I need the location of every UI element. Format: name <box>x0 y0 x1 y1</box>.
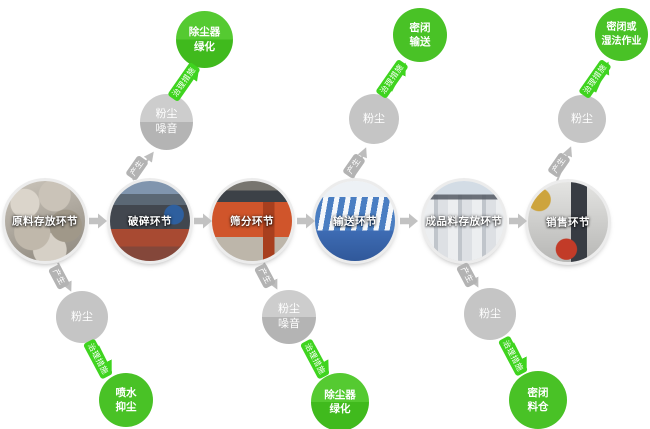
solution-line: 喷水 <box>115 386 137 399</box>
stage-label: 破碎环节 <box>128 215 172 228</box>
stage-finished-product-storage: 成品料存放环节 <box>424 181 504 261</box>
stage-label: 输送环节 <box>333 215 377 228</box>
solution-line: 抑尘 <box>115 401 137 413</box>
produce-label-pill: 产生 <box>342 152 366 180</box>
produce-label-pill: 产生 <box>455 261 479 289</box>
hazard-line: 粉尘 <box>71 310 93 323</box>
stage-label: 销售环节 <box>546 216 590 229</box>
treat-label-pill: 治理措施 <box>167 61 201 103</box>
hazard-bubble-screening: 粉尘 噪音 <box>262 290 316 344</box>
solution-bubble-crushing: 除尘器 绿化 <box>176 11 233 68</box>
hazard-bubble-raw-material: 粉尘 <box>56 291 108 343</box>
stage-label: 筛分环节 <box>230 215 274 228</box>
treat-label-pill: 治理措施 <box>497 335 529 377</box>
solution-line: 密闭 <box>527 386 549 399</box>
right-arrow-icon <box>297 213 315 229</box>
stage-conveying: 输送环节 <box>315 181 395 261</box>
solution-line: 密闭或 <box>606 22 637 33</box>
hazard-line: 噪音 <box>278 318 300 330</box>
solution-line: 料仓 <box>527 401 549 413</box>
produce-label-pill: 产生 <box>547 151 571 179</box>
treat-label-pill: 治理措施 <box>375 58 409 100</box>
hazard-bubble-product-storage: 粉尘 <box>464 288 516 340</box>
solution-line: 湿法作业 <box>601 35 642 47</box>
right-arrow-icon <box>89 213 107 229</box>
stage-label: 原料存放环节 <box>12 215 78 228</box>
right-arrow-icon <box>194 213 212 229</box>
solution-line: 输送 <box>409 36 431 48</box>
hazard-line: 粉尘 <box>479 307 501 320</box>
solution-line: 绿化 <box>329 403 351 415</box>
stage-label: 成品料存放环节 <box>425 215 503 228</box>
right-arrow-icon <box>509 213 527 229</box>
treat-label-pill: 治理措施 <box>578 58 612 100</box>
stage-screening: 筛分环节 <box>212 181 292 261</box>
treat-label-pill: 治理措施 <box>299 338 331 380</box>
hazard-line: 粉尘 <box>155 108 178 121</box>
hazard-bubble-sales: 粉尘 <box>558 95 606 143</box>
hazard-line: 粉尘 <box>363 112 385 125</box>
stage-raw-material-storage: 原料存放环节 <box>5 181 85 261</box>
solution-bubble-conveying: 密闭 输送 <box>393 8 447 62</box>
produce-label-pill: 产生 <box>253 262 277 290</box>
solution-line: 除尘器 <box>188 26 221 39</box>
hazard-bubble-crushing: 粉尘 噪音 <box>140 94 193 150</box>
hazard-line: 噪音 <box>155 123 178 135</box>
stage-sales: 销售环节 <box>528 182 608 262</box>
solution-line: 密闭 <box>409 21 431 34</box>
solution-line: 除尘器 <box>324 388 356 401</box>
solution-bubble-raw-material: 喷水 抑尘 <box>99 373 153 427</box>
solution-line: 绿化 <box>194 40 215 53</box>
produce-label-pill: 产生 <box>125 154 149 182</box>
produce-label-pill: 产生 <box>47 263 71 291</box>
solution-bubble-screening: 除尘器 绿化 <box>311 373 369 429</box>
treat-label-pill: 治理措施 <box>82 338 114 380</box>
solution-bubble-sales: 密闭或 湿法作业 <box>595 8 648 61</box>
hazard-bubble-conveying: 粉尘 <box>349 94 399 144</box>
hazard-line: 粉尘 <box>571 112 593 125</box>
solution-bubble-product-storage: 密闭 料仓 <box>509 371 567 429</box>
stage-crushing: 破碎环节 <box>110 181 190 261</box>
right-arrow-icon <box>400 213 418 229</box>
hazard-line: 粉尘 <box>278 303 300 316</box>
